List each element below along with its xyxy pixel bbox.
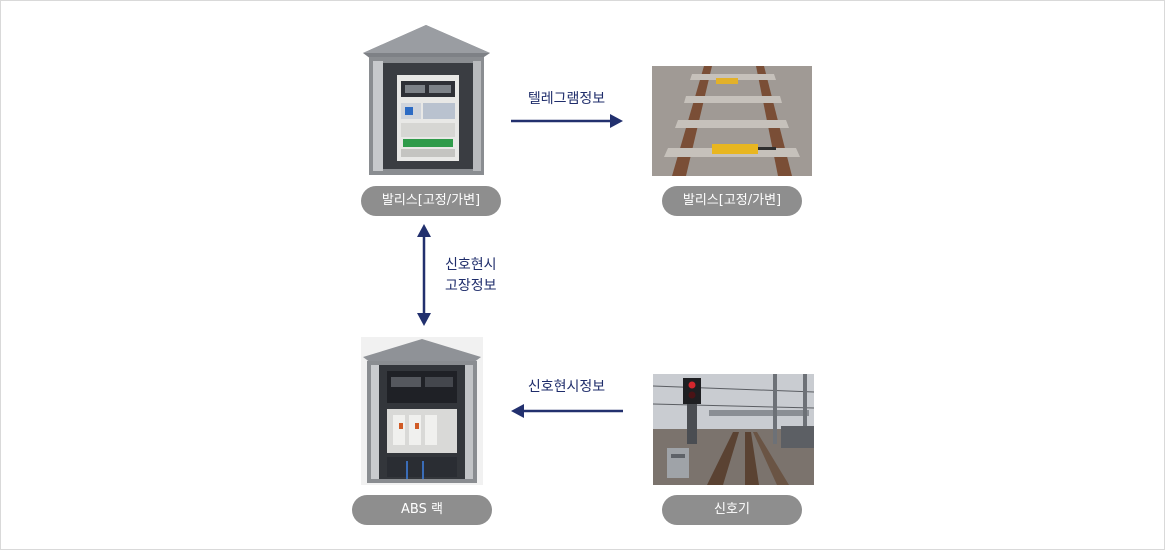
signal-display-arrow bbox=[511, 404, 623, 418]
signal-fault-arrow bbox=[417, 224, 431, 326]
signal-label: 신호기 bbox=[662, 495, 802, 525]
balise-cabinet-photo bbox=[361, 23, 492, 177]
balise-cabinet-label: 발리스[고정/가변] bbox=[361, 186, 501, 216]
signal-display-fault-label-line2: 고장정보 bbox=[445, 278, 497, 294]
signal-display-info-label: 신호현시정보 bbox=[527, 379, 606, 395]
abs-rack-label: ABS 랙 bbox=[352, 495, 492, 525]
abs-rack-photo bbox=[361, 337, 483, 485]
railway-signal-photo bbox=[653, 374, 814, 485]
telegram-info-label: 텔레그램정보 bbox=[527, 91, 606, 107]
track-balise-label: 발리스[고정/가변] bbox=[662, 186, 802, 216]
telegram-arrow bbox=[511, 114, 623, 128]
signal-display-fault-label-line1: 신호현시 bbox=[445, 257, 497, 273]
track-balise-photo bbox=[652, 66, 812, 176]
